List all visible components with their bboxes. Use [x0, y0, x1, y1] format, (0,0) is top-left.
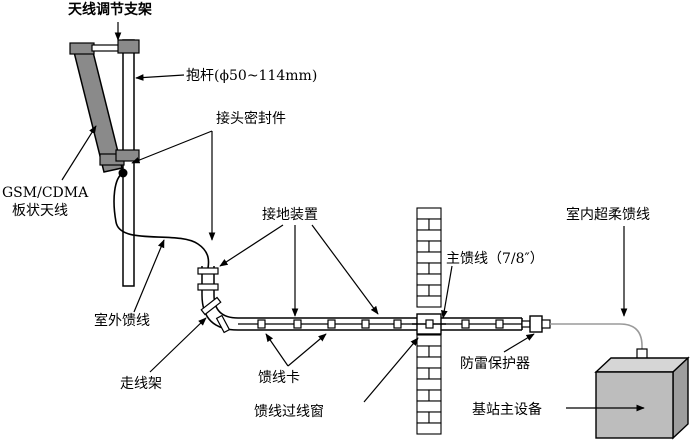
brick	[416, 367, 430, 380]
feeder-clamp	[327, 319, 336, 329]
indoor-feeder-cable	[550, 323, 643, 352]
label-feeder-clamp: 馈线卡	[258, 370, 300, 386]
label-connector-seal: 接头密封件	[216, 110, 286, 127]
brick	[416, 378, 442, 391]
outdoor-feeder-cable	[113, 172, 210, 269]
label-pole: 抱杆(ϕ50~114mm)	[186, 68, 317, 84]
feeder-clamp	[293, 319, 302, 329]
feeder-clamp	[257, 319, 266, 329]
brick	[416, 411, 430, 424]
feeder-clamp	[393, 319, 402, 329]
label-cable-tray: 走线架	[120, 376, 162, 392]
base-station-equipment	[594, 356, 690, 440]
label-outdoor-feeder: 室外馈线	[94, 312, 150, 329]
brick	[416, 207, 442, 220]
label-main-feeder: 主馈线（7/8″）	[446, 251, 544, 267]
brick	[416, 273, 442, 286]
feeder-clamp	[461, 319, 470, 329]
brick	[416, 389, 430, 402]
brick	[416, 295, 442, 308]
brick	[416, 400, 442, 413]
tray-bend-clamp	[215, 314, 231, 334]
feeder-clamps	[257, 319, 504, 329]
label-antenna-line1: GSM/CDMA	[2, 185, 89, 201]
lightning-arrester	[521, 315, 551, 333]
brick	[416, 262, 430, 275]
brick	[428, 240, 442, 253]
antenna-bracket-top	[69, 39, 140, 55]
cable-tray-horizontal	[238, 317, 523, 331]
brick	[428, 345, 442, 358]
label-indoor-feeder: 室内超柔馈线	[566, 206, 650, 223]
brick	[428, 411, 442, 424]
brick	[416, 422, 442, 435]
panel-antenna	[72, 43, 123, 173]
window-clamp	[425, 319, 434, 329]
label-grounding-device: 接地装置	[262, 206, 318, 223]
annotation-leaders	[61, 22, 645, 412]
brick-wall	[416, 207, 442, 435]
label-antenna-bracket: 天线调节支架	[68, 1, 152, 18]
cable-tray-vertical	[197, 266, 219, 295]
label-antenna-line2: 板状天线	[12, 203, 68, 219]
tray-bend-clamp	[200, 296, 222, 316]
brick	[416, 345, 430, 358]
brick	[428, 389, 442, 402]
brick	[416, 251, 442, 264]
label-base-station: 基站主设备	[472, 401, 542, 418]
brick	[416, 284, 430, 297]
feeder-clamp	[495, 319, 504, 329]
label-feeder-window: 馈线过线窗	[254, 403, 324, 420]
brick	[416, 218, 430, 231]
brick	[416, 240, 430, 253]
label-lightning-arrester: 防雷保护器	[460, 356, 530, 372]
brick	[428, 218, 442, 231]
cable-tray-bend	[201, 294, 239, 331]
brick	[416, 356, 442, 369]
brick	[416, 334, 442, 347]
brick	[416, 229, 442, 242]
feeder-clamp	[361, 319, 370, 329]
brick	[428, 367, 442, 380]
antenna-bracket-bottom	[99, 149, 140, 166]
brick	[428, 262, 442, 275]
brick	[428, 284, 442, 297]
